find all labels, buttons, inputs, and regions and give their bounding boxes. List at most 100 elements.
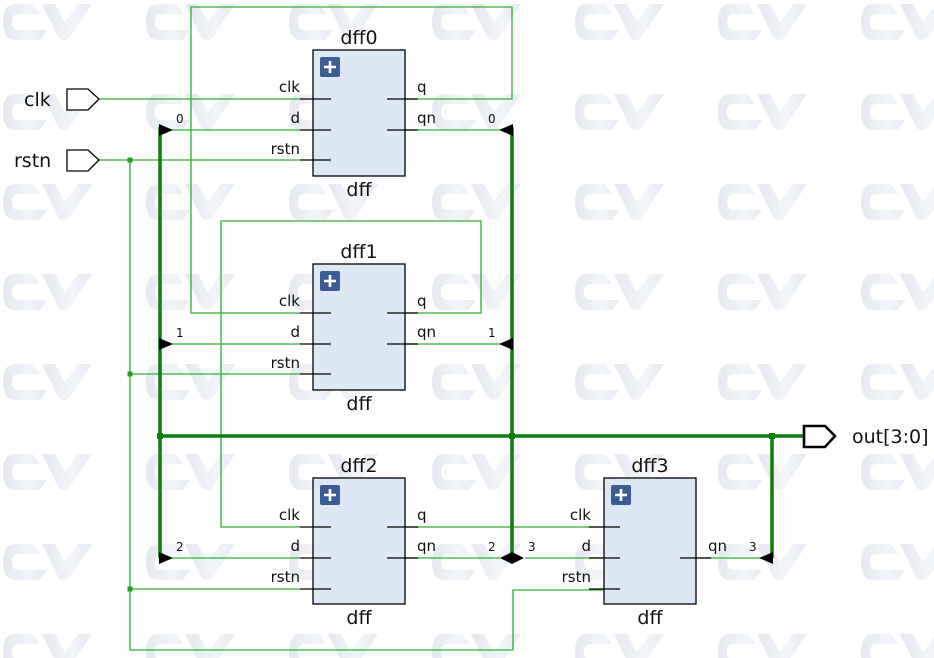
port-label-rstn: rstn	[14, 150, 51, 172]
port-label-clk: clk	[24, 89, 51, 111]
watermark-logo	[432, 454, 521, 490]
watermark-logo	[718, 634, 807, 658]
cell-body	[312, 49, 406, 177]
ripper-dff2-d-icon	[159, 552, 173, 564]
watermark-logo	[575, 94, 664, 130]
pin-rstn[interactable]: rstn	[271, 140, 300, 158]
output-port-icon	[802, 424, 837, 449]
watermark-logo	[861, 274, 934, 310]
cell-dff0[interactable]: dff0 clk d rstn q qn dff	[271, 27, 436, 201]
pin-qn[interactable]: qn	[708, 537, 727, 555]
watermark-logo	[432, 184, 521, 220]
ripper-dff0-d-icon	[159, 124, 173, 136]
ripper-dff3-qn-icon	[759, 552, 773, 564]
watermark-logo	[432, 364, 521, 400]
watermark-logo	[575, 364, 664, 400]
watermark-logo	[861, 364, 934, 400]
pin-rstn[interactable]: rstn	[271, 568, 300, 586]
pin-d[interactable]: d	[581, 537, 591, 555]
net-rstn	[99, 159, 603, 651]
ripper-dff1-d-icon	[159, 338, 173, 350]
pin-d[interactable]: d	[290, 109, 300, 127]
watermark-logo	[718, 364, 807, 400]
pin-clk[interactable]: clk	[570, 506, 591, 524]
watermark-logo	[575, 274, 664, 310]
pin-qn[interactable]: qn	[417, 323, 436, 341]
index-dff2-qn: 2	[488, 540, 496, 554]
watermark-layer	[3, 4, 934, 658]
index-dff2-d: 2	[176, 540, 184, 554]
watermark-logo	[861, 4, 934, 40]
watermark-logo	[432, 544, 521, 580]
watermark-logo	[575, 4, 664, 40]
ripper-dff0-qn-icon	[499, 124, 513, 136]
pin-q[interactable]: q	[417, 78, 427, 96]
watermark-logo	[3, 184, 92, 220]
pin-d[interactable]: d	[290, 537, 300, 555]
pin-rstn[interactable]: rstn	[562, 568, 591, 586]
expand-plus-icon[interactable]	[611, 485, 631, 505]
port-label-out: out[3:0]	[852, 426, 929, 448]
cell-dff2[interactable]: dff2 clk d rstn q qn dff	[271, 455, 436, 629]
watermark-logo	[575, 184, 664, 220]
input-port-clk[interactable]: clk	[24, 88, 100, 111]
watermark-logo	[718, 544, 807, 580]
junction-rstn-1	[127, 371, 133, 377]
junction-bus-left	[157, 433, 163, 439]
pin-stubs	[589, 526, 711, 590]
watermark-logo	[3, 454, 92, 490]
watermark-logo	[3, 544, 92, 580]
output-port-out[interactable]: out[3:0]	[802, 424, 929, 449]
watermark-logo	[432, 4, 521, 40]
cell-instance-name: dff3	[631, 455, 668, 477]
expand-plus-icon[interactable]	[320, 271, 340, 291]
index-dff0-qn: 0	[488, 112, 496, 126]
bus-index-labels: 0 0 1 1 2 2 3 3	[176, 112, 757, 554]
pin-rstn[interactable]: rstn	[271, 354, 300, 372]
net-dff0-q	[190, 6, 513, 314]
junctions	[127, 157, 775, 592]
junction-rstn-0	[127, 157, 133, 163]
pin-clk[interactable]: clk	[279, 292, 300, 310]
input-port-icon	[66, 149, 100, 172]
pin-clk[interactable]: clk	[279, 78, 300, 96]
pin-q[interactable]: q	[417, 292, 427, 310]
net-dff1-q	[220, 220, 482, 528]
pin-d[interactable]: d	[290, 323, 300, 341]
expand-plus-icon[interactable]	[320, 485, 340, 505]
watermark-logo	[718, 4, 807, 40]
cell-dff3[interactable]: dff3 clk d rstn qn dff	[562, 455, 727, 629]
watermark-logo	[3, 364, 92, 400]
input-port-rstn[interactable]: rstn	[14, 149, 100, 172]
pin-clk[interactable]: clk	[279, 506, 300, 524]
cell-instance-name: dff2	[340, 455, 377, 477]
pin-q[interactable]: q	[417, 506, 427, 524]
pin-qn[interactable]: qn	[417, 537, 436, 555]
watermark-logo	[718, 94, 807, 130]
index-dff0-d: 0	[176, 112, 184, 126]
ripper-dff1-qn-icon	[499, 338, 513, 350]
watermark-logo	[861, 94, 934, 130]
cell-instance-name: dff1	[340, 241, 377, 263]
junction-rstn-2	[127, 586, 133, 592]
cell-dff1[interactable]: dff1 clk d rstn q qn dff	[271, 241, 436, 415]
expand-plus-icon[interactable]	[320, 57, 340, 77]
watermark-logo	[432, 634, 521, 658]
input-port-icon	[66, 88, 100, 111]
junction-bus-right	[769, 433, 775, 439]
cell-type-name: dff	[346, 393, 372, 415]
pin-qn[interactable]: qn	[417, 109, 436, 127]
index-dff1-d: 1	[176, 326, 184, 340]
pin-stubs	[300, 526, 418, 590]
watermark-logo	[289, 634, 378, 658]
watermark-logo	[718, 454, 807, 490]
index-dff1-qn: 1	[488, 326, 496, 340]
index-dff3-qn: 3	[749, 540, 757, 554]
cell-type-name: dff	[637, 607, 663, 629]
index-dff3-d: 3	[528, 540, 536, 554]
watermark-logo	[718, 274, 807, 310]
watermark-logo	[861, 634, 934, 658]
watermark-logo	[3, 634, 92, 658]
cell-type-name: dff	[346, 607, 372, 629]
